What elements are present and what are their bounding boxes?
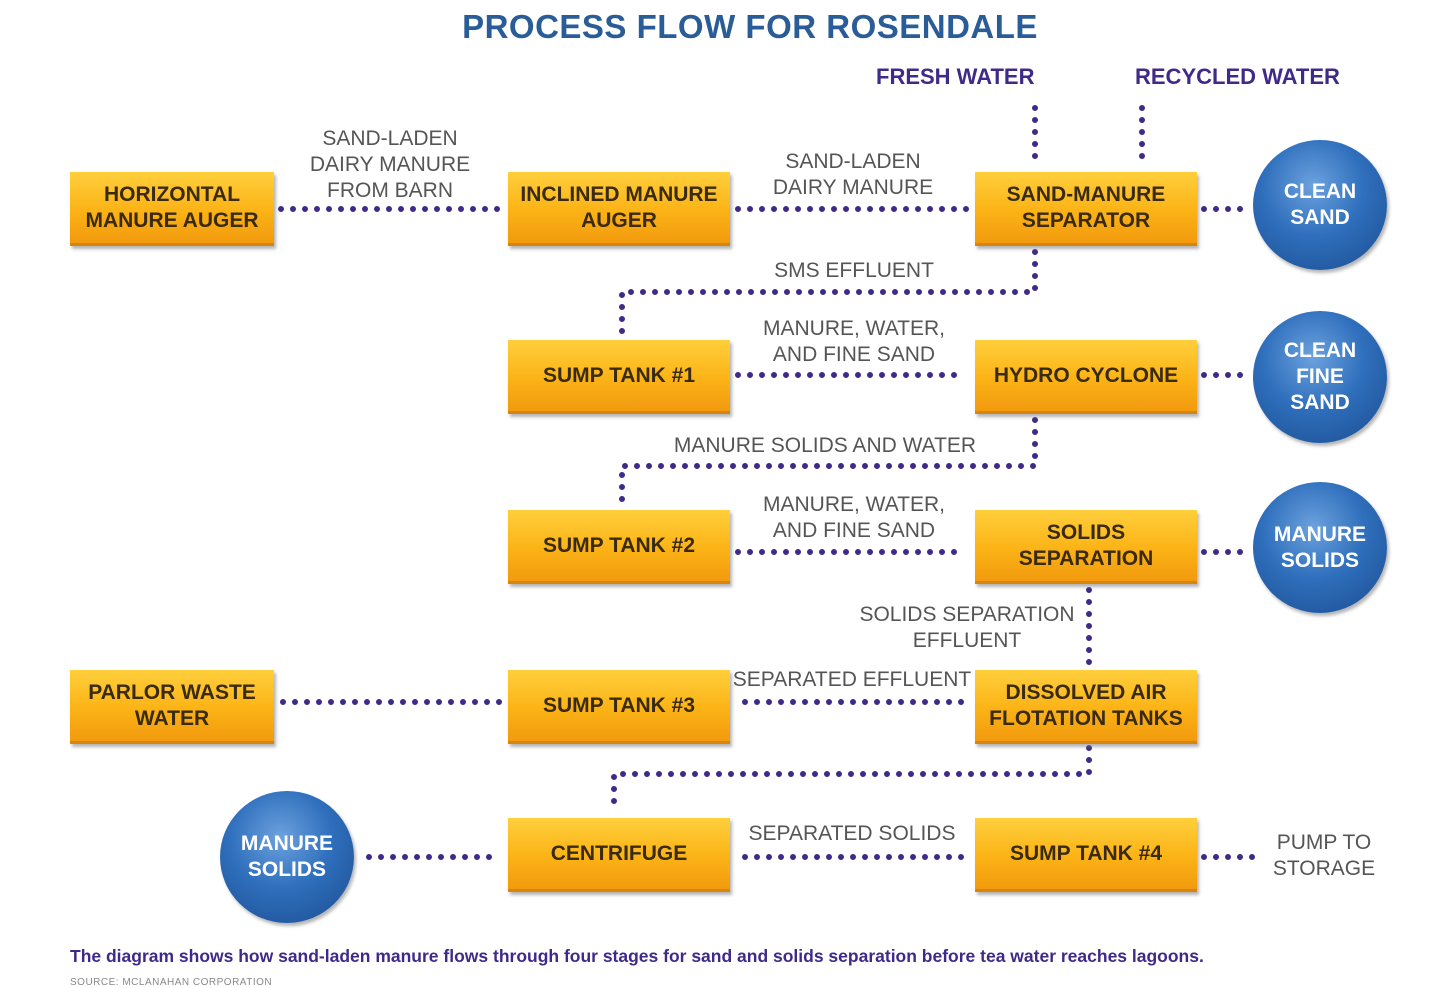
flow-label-manure-water-fine-sand-2: MANURE, WATER, AND FINE SAND <box>763 493 945 542</box>
parlor-waste-water-box: PARLOR WASTE WATER <box>70 670 274 744</box>
recycled-water-label: RECYCLED WATER <box>1135 64 1340 89</box>
pump-to-storage-label: PUMP TO STORAGE <box>1272 831 1376 880</box>
inclined-manure-auger-box: INCLINED MANURE AUGER <box>508 172 730 246</box>
sump-tank-2-box: SUMP TANK #2 <box>508 510 730 584</box>
source-credit: SOURCE: MCLANAHAN CORPORATION <box>70 977 273 988</box>
horizontal-manure-auger-box: HORIZONTAL MANURE AUGER <box>70 172 274 246</box>
diagram-caption: The diagram shows how sand-laden manure … <box>70 946 1204 966</box>
clean-fine-sand-circle: CLEAN FINE SAND <box>1253 311 1387 443</box>
sand-manure-separator-box: SAND-MANURE SEPARATOR <box>975 172 1197 246</box>
connector-daf-to-centrifuge <box>611 745 1092 815</box>
manure-solids-circle-right: MANURE SOLIDS <box>1253 482 1387 613</box>
manure-solids-circle-left: MANURE SOLIDS <box>220 791 354 923</box>
flow-label-manure-solids-water: MANURE SOLIDS AND WATER <box>673 434 977 457</box>
hydro-cyclone-box: HYDRO CYCLONE <box>975 340 1197 414</box>
fresh-water-label: FRESH WATER <box>876 64 1035 89</box>
page-title: PROCESS FLOW FOR ROSENDALE <box>462 8 1038 45</box>
flow-label-sms-effluent: SMS EFFLUENT <box>774 259 934 282</box>
flow-label-separated-effluent: SEPARATED EFFLUENT <box>732 668 972 691</box>
flow-label-solids-separation-effluent: SOLIDS SEPARATION EFFLUENT <box>859 603 1075 652</box>
clean-sand-circle: CLEAN SAND <box>1253 140 1387 270</box>
flow-label-separated-solids: SEPARATED SOLIDS <box>748 822 956 845</box>
centrifuge-box: CENTRIFUGE <box>508 818 730 892</box>
sump-tank-3-box: SUMP TANK #3 <box>508 670 730 744</box>
flow-label-barn-manure: SAND-LADEN DAIRY MANURE FROM BARN <box>309 127 471 202</box>
flow-label-manure-water-fine-sand-1: MANURE, WATER, AND FINE SAND <box>763 317 945 366</box>
flow-label-dairy-manure: SAND-LADEN DAIRY MANURE <box>772 150 934 199</box>
sump-tank-4-box: SUMP TANK #4 <box>975 818 1197 892</box>
sump-tank-1-box: SUMP TANK #1 <box>508 340 730 414</box>
connector-manure-solids-water <box>619 417 1038 509</box>
dissolved-air-flotation-box: DISSOLVED AIR FLOTATION TANKS <box>975 670 1197 744</box>
solids-separation-box: SOLIDS SEPARATION <box>975 510 1197 584</box>
